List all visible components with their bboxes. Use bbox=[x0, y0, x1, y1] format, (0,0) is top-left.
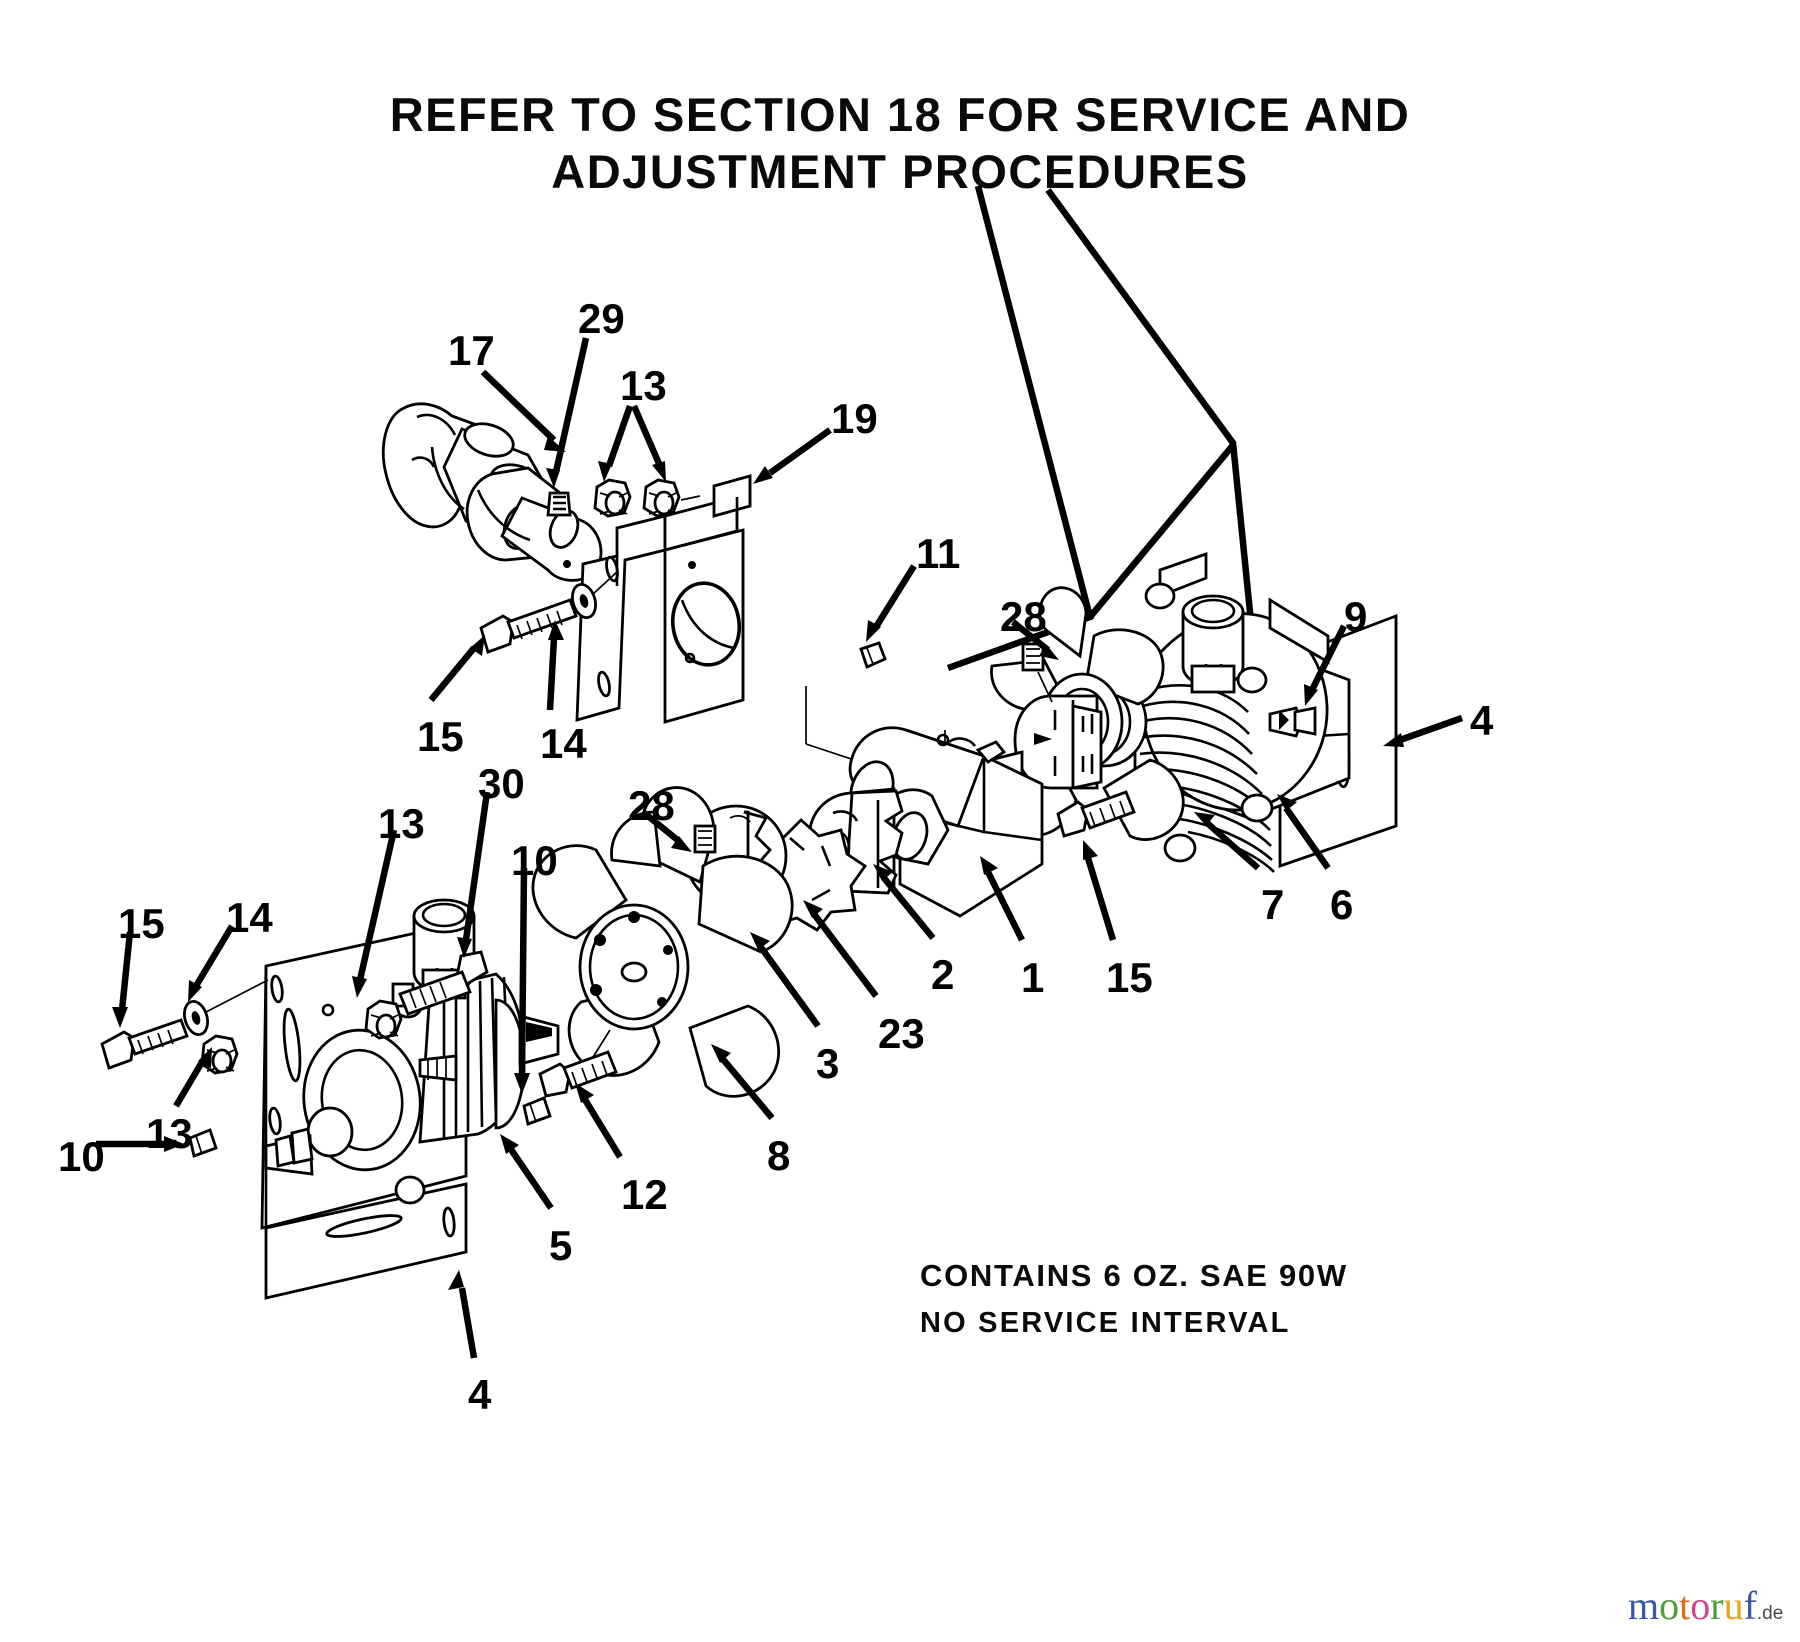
callout-number-23: 23 bbox=[878, 1010, 925, 1057]
key-10-center bbox=[522, 1096, 552, 1126]
fluid-capacity-note: CONTAINS 6 OZ. SAE 90W NO SERVICE INTERV… bbox=[920, 1258, 1480, 1340]
bolt-6-right bbox=[1268, 706, 1317, 738]
bolt-15-left bbox=[100, 1018, 189, 1070]
callout-number-19: 19 bbox=[831, 395, 878, 442]
note-line-1: CONTAINS 6 OZ. SAE 90W bbox=[920, 1258, 1348, 1293]
callout-number-8: 8 bbox=[767, 1132, 791, 1179]
callout-number-5: 5 bbox=[549, 1222, 573, 1269]
motoruf-watermark: motoruf.de bbox=[1628, 1586, 1783, 1626]
setscrew-29 bbox=[546, 491, 572, 568]
breather-cap bbox=[1181, 594, 1245, 694]
watermark-letters: motoruf bbox=[1628, 1583, 1757, 1628]
title-leader-lines bbox=[946, 185, 1256, 672]
bolt-15-right bbox=[1056, 790, 1136, 838]
setscrew-28-right bbox=[1021, 642, 1053, 703]
bolt-30 bbox=[398, 950, 489, 1016]
watermark-letter: t bbox=[1679, 1583, 1691, 1628]
watermark-letter: o bbox=[1690, 1583, 1711, 1628]
bolt-15-upper bbox=[479, 598, 578, 654]
coupler-sleeve-right bbox=[988, 694, 1103, 790]
key-10-left bbox=[188, 1128, 218, 1158]
callout-number-12: 12 bbox=[621, 1171, 668, 1218]
assembly-axis-left bbox=[205, 979, 269, 1013]
watermark-letter: m bbox=[1628, 1583, 1660, 1628]
setscrew-28-center bbox=[693, 824, 717, 854]
callout-number-15: 15 bbox=[417, 713, 464, 760]
callout-number-13: 13 bbox=[146, 1110, 193, 1157]
callout-number-10: 10 bbox=[511, 837, 558, 884]
callout-number-14: 14 bbox=[540, 720, 587, 767]
universal-joint-group bbox=[381, 402, 603, 582]
callout-number-7: 7 bbox=[1261, 881, 1285, 928]
callout-number-29: 29 bbox=[578, 295, 625, 342]
assembly-axis-upper bbox=[591, 570, 619, 596]
locknut-13-upper-left bbox=[593, 478, 632, 518]
locknut-13-upper-right bbox=[642, 478, 701, 518]
callout-number-13: 13 bbox=[378, 800, 425, 847]
callout-number-9: 9 bbox=[1344, 593, 1368, 640]
note-line-2: NO SERVICE INTERVAL bbox=[920, 1307, 1291, 1339]
callout-number-28: 28 bbox=[628, 782, 675, 829]
left-gearbox-assembly bbox=[260, 898, 560, 1300]
watermark-letter: f bbox=[1743, 1583, 1757, 1628]
callout-number-4: 4 bbox=[1470, 697, 1494, 744]
washer-14-left bbox=[183, 999, 209, 1037]
callout-number-13: 13 bbox=[620, 362, 667, 409]
watermark-letter: r bbox=[1710, 1583, 1724, 1628]
watermark-suffix: .de bbox=[1756, 1603, 1784, 1624]
callout-number-4: 4 bbox=[468, 1371, 492, 1418]
callout-number-15: 15 bbox=[118, 900, 165, 947]
callout-number-2: 2 bbox=[931, 951, 955, 998]
watermark-letter: u bbox=[1723, 1583, 1744, 1628]
callout-number-30: 30 bbox=[478, 760, 525, 807]
title-line-1: REFER TO SECTION 18 FOR SERVICE AND bbox=[389, 88, 1411, 141]
callout-number-17: 17 bbox=[448, 327, 495, 374]
callout-number-14: 14 bbox=[226, 894, 273, 941]
callout-number-1: 1 bbox=[1021, 954, 1045, 1001]
callout-number-15: 15 bbox=[1106, 954, 1153, 1001]
title-line-2: ADJUSTMENT PROCEDURES bbox=[551, 145, 1249, 199]
diagram-title: REFER TO SECTION 18 FOR SERVICE AND ADJU… bbox=[0, 86, 1800, 201]
callout-number-3: 3 bbox=[816, 1040, 840, 1087]
watermark-letter: o bbox=[1659, 1583, 1680, 1628]
mount-bracket-19 bbox=[575, 474, 752, 724]
callout-arrows bbox=[96, 337, 1464, 1359]
callout-number-6: 6 bbox=[1330, 881, 1354, 928]
locknut-13-left-top bbox=[364, 999, 403, 1040]
bolt-12 bbox=[538, 1050, 618, 1098]
callout-number-11: 11 bbox=[916, 530, 961, 577]
callout-number-10: 10 bbox=[58, 1133, 105, 1180]
washer-14-upper bbox=[571, 582, 597, 620]
callout-number-28: 28 bbox=[1000, 593, 1047, 640]
